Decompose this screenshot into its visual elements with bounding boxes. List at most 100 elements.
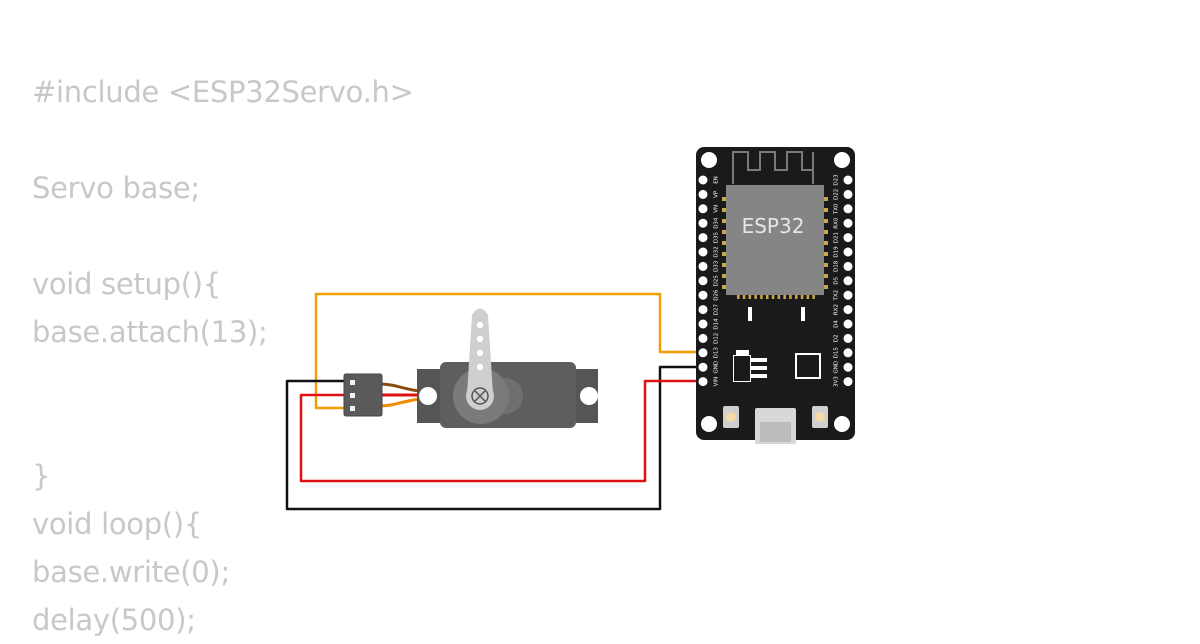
horn-hole (476, 363, 484, 371)
pin-label: TX0 (834, 203, 840, 215)
pin-3v3[interactable] (843, 377, 853, 387)
smd-component (748, 307, 752, 321)
pin-label: D18 (834, 260, 840, 272)
pin-label: D15 (834, 347, 840, 359)
servo-connector (343, 373, 383, 417)
code-line: } (32, 459, 51, 493)
mount-hole (834, 416, 850, 432)
connector-pin (350, 380, 355, 385)
chip-label: ESP32 (742, 214, 805, 238)
pin-d34[interactable] (698, 218, 708, 228)
pin-d18[interactable] (843, 261, 853, 271)
usb-uart-chip (795, 353, 821, 379)
pin-label: D32 (714, 246, 720, 257)
pin-d5[interactable] (843, 276, 853, 286)
chip-pad (822, 230, 828, 234)
pin-label: D12 (714, 333, 720, 344)
chip-pad (800, 293, 804, 299)
pin-label: D19 (834, 246, 840, 258)
pin-d2[interactable] (843, 333, 853, 343)
code-line: #include <ESP32Servo.h> (32, 75, 414, 109)
chip-pad (742, 293, 746, 299)
chip-pad (737, 293, 740, 299)
pin-label: D22 (834, 189, 840, 200)
servo-motor-icon[interactable] (343, 308, 598, 429)
esp32-devkit-icon[interactable]: ESP32 (696, 147, 855, 444)
pin-label: D23 (834, 174, 840, 186)
pin-d19[interactable] (843, 247, 853, 257)
pin-label: VIN (714, 377, 720, 387)
chip-pad (822, 197, 828, 201)
code-line: base.write(0); (32, 555, 230, 589)
pin-gnd[interactable] (843, 362, 853, 372)
chip-pad (822, 274, 828, 278)
pin-d23[interactable] (843, 175, 853, 185)
ground-wire[interactable] (285, 365, 703, 511)
pin-label: D26 (714, 289, 720, 301)
circuit-diagram: ESP32 (285, 147, 855, 511)
pin-label: D14 (714, 318, 720, 330)
en-button[interactable] (723, 406, 739, 428)
pin-label: D13 (714, 347, 720, 359)
pin-d35[interactable] (698, 233, 708, 243)
chip-pad (722, 252, 728, 256)
pin-d25[interactable] (698, 276, 708, 286)
pin-d15[interactable] (843, 348, 853, 358)
pin-label: GND (714, 361, 720, 374)
pin-d14[interactable] (698, 319, 708, 329)
chip-pad (822, 263, 828, 267)
chip-pad (795, 293, 798, 299)
mount-hole (580, 387, 598, 405)
pin-d27[interactable] (698, 305, 708, 315)
chip-pad (783, 293, 786, 299)
pin-d32[interactable] (698, 247, 708, 257)
connector-pin (350, 406, 355, 411)
mount-hole (701, 152, 717, 168)
pin-rx2[interactable] (843, 305, 853, 315)
chip-module (726, 185, 824, 295)
pin-label: VN (714, 205, 720, 213)
pin-vin[interactable] (698, 377, 708, 387)
chip-pad (722, 230, 728, 234)
pin-d4[interactable] (843, 319, 853, 329)
code-line: base.attach(13); (32, 315, 268, 349)
chip-pad (722, 285, 728, 289)
voltage-regulator (725, 350, 767, 382)
pin-rx0[interactable] (843, 218, 853, 228)
boot-button[interactable] (812, 406, 828, 428)
chip-pad (777, 293, 781, 299)
pin-vn[interactable] (698, 204, 708, 214)
horn-hole (476, 349, 484, 357)
chip-pad (766, 293, 769, 299)
chip-pads (722, 197, 828, 299)
pin-label: D5 (834, 276, 840, 284)
right-pin-header: D23D22TX0RX0D21D19D18D5TX2RX2D4D2D15GND3… (834, 174, 853, 387)
pin-d12[interactable] (698, 333, 708, 343)
pin-tx0[interactable] (843, 204, 853, 214)
pin-label: D34 (714, 217, 720, 229)
pin-d33[interactable] (698, 261, 708, 271)
chip-pad (822, 252, 828, 256)
pin-label: D25 (714, 275, 720, 287)
micro-usb-icon (755, 408, 796, 444)
power-wire[interactable] (299, 379, 703, 483)
chip-pad (748, 293, 752, 299)
pin-gnd[interactable] (698, 362, 708, 372)
pin-en[interactable] (698, 175, 708, 185)
chip-pad (822, 219, 828, 223)
pin-label: D27 (714, 303, 720, 315)
chip-pad (722, 197, 728, 201)
pin-d13[interactable] (698, 348, 708, 358)
chip-pad (722, 219, 728, 223)
pin-label: GND (834, 361, 840, 374)
code-line: Servo base; (32, 171, 200, 205)
chip-pad (806, 293, 810, 299)
pin-d26[interactable] (698, 290, 708, 300)
chip-pad (789, 293, 792, 299)
chip-pad (722, 241, 728, 245)
signal-wire[interactable] (314, 292, 703, 410)
pin-vp[interactable] (698, 189, 708, 199)
pin-d21[interactable] (843, 233, 853, 243)
pin-tx2[interactable] (843, 290, 853, 300)
pin-d22[interactable] (843, 189, 853, 199)
